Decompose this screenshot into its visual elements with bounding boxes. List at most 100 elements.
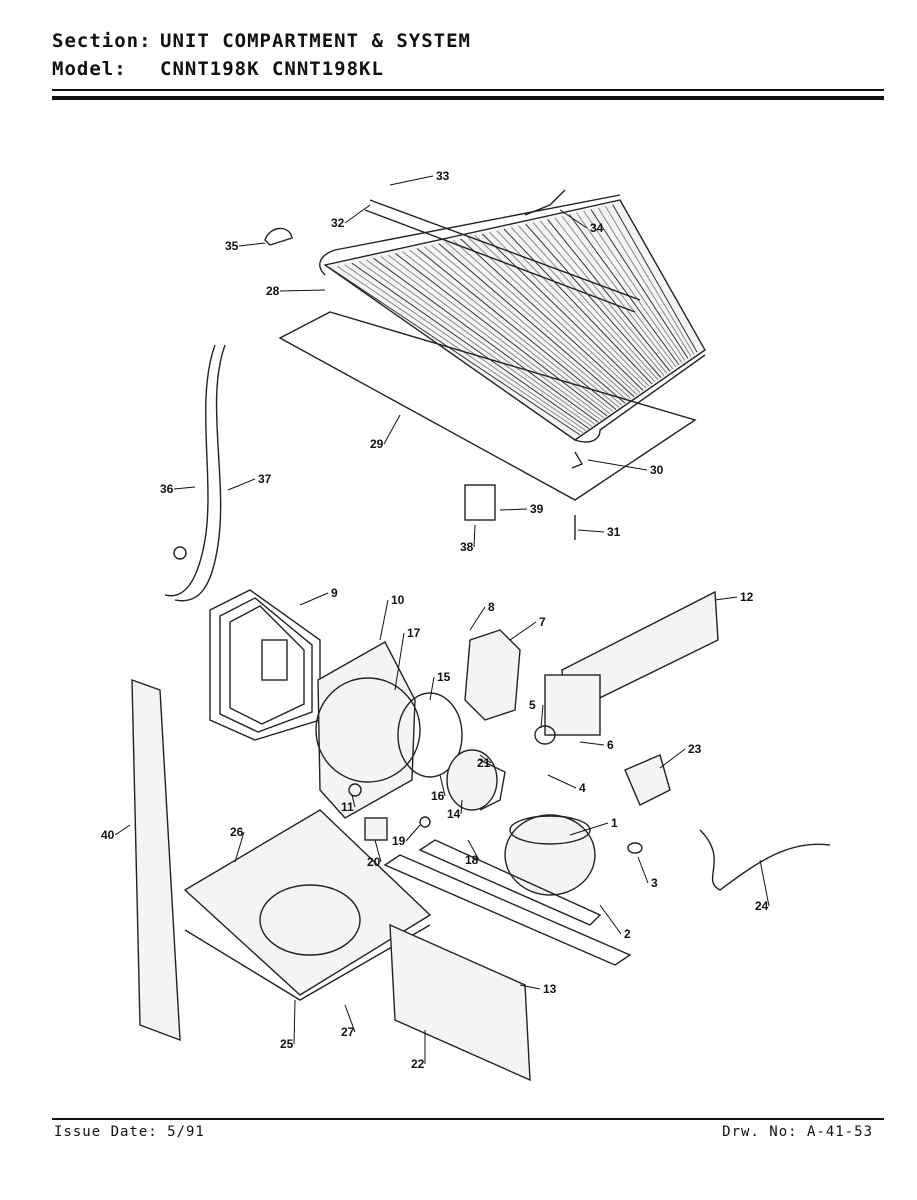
leader-line-6 <box>579 741 605 746</box>
evaporator-fin <box>423 246 620 408</box>
evaporator-fin <box>452 240 632 400</box>
leader-line-3 <box>637 856 649 884</box>
evaporator-fin <box>402 251 611 415</box>
callout-15: 15 <box>437 670 451 684</box>
callout-10: 10 <box>391 593 405 607</box>
leader-line-35 <box>238 242 266 247</box>
leader-line-24 <box>759 859 770 907</box>
evaporator-fin <box>489 231 647 389</box>
evaporator-fin <box>365 259 596 425</box>
callout-31: 31 <box>607 525 621 539</box>
leader-line-10 <box>379 599 389 641</box>
evaporator-fin <box>358 261 593 427</box>
timer-drawing <box>624 754 671 806</box>
access-panel-drawing <box>389 923 531 1082</box>
callout-20: 20 <box>367 855 381 869</box>
evaporator-fin <box>532 222 665 376</box>
leader-line-36 <box>173 486 196 490</box>
callout-24: 24 <box>755 899 769 913</box>
callout-38: 38 <box>460 540 474 554</box>
fan-motor-drawing <box>397 692 506 811</box>
evaporator-fin <box>590 209 689 359</box>
evaporator-fin <box>554 217 674 370</box>
callout-19: 19 <box>392 834 406 848</box>
evaporator-fin <box>503 228 653 385</box>
leader-line-32 <box>344 204 371 224</box>
callout-4: 4 <box>579 781 586 795</box>
leader-line-29 <box>383 414 401 445</box>
leader-line-2 <box>599 904 622 935</box>
compressor-drawing <box>504 814 596 896</box>
callout-32: 32 <box>331 216 345 230</box>
leader-line-16 <box>439 774 446 797</box>
leader-line-19 <box>405 824 421 842</box>
callout-16: 16 <box>431 789 445 803</box>
leader-line-28 <box>279 289 326 292</box>
tubing-drawing <box>164 344 216 597</box>
evaporator-fin <box>518 225 659 381</box>
evaporator-fin <box>605 205 695 355</box>
evaporator-fin <box>525 223 662 378</box>
issue-date: Issue Date: 5/91 <box>54 1124 205 1140</box>
leader-line-15 <box>429 676 435 701</box>
evaporator-fin <box>576 212 683 364</box>
evaporator-fin <box>387 254 605 419</box>
evaporator-fin <box>329 267 581 436</box>
leader-line-9 <box>299 592 329 606</box>
evaporator-fin <box>445 241 629 402</box>
callout-2: 2 <box>624 927 631 941</box>
back-panel-drawing <box>131 678 181 1042</box>
callout-23: 23 <box>688 742 702 756</box>
callout-33: 33 <box>436 169 450 183</box>
evaporator-fin <box>416 248 617 410</box>
header-rule-thick <box>52 96 884 100</box>
power-cord-drawing <box>699 829 831 891</box>
leader-line-40 <box>114 824 131 836</box>
callout-1: 1 <box>611 816 618 830</box>
leader-line-21 <box>479 754 492 764</box>
relay-drawing <box>464 629 521 721</box>
condenser-drawing <box>209 589 321 741</box>
evaporator-fin <box>336 265 584 434</box>
evaporator-fin <box>431 244 623 406</box>
leader-line-11 <box>351 794 356 808</box>
leader-line-37 <box>227 478 256 491</box>
drawing-number: Drw. No: A-41-53 <box>722 1124 873 1140</box>
evaporator-fin <box>373 257 599 423</box>
evaporator-fin <box>438 243 626 404</box>
leader-line-1 <box>569 822 609 836</box>
leader-line-12 <box>714 596 738 601</box>
evaporator-fin <box>467 236 638 395</box>
callout-14: 14 <box>447 807 461 821</box>
callout-8: 8 <box>488 600 495 614</box>
leader-line-8 <box>469 606 486 631</box>
callout-6: 6 <box>607 738 614 752</box>
callout-34: 34 <box>590 221 604 235</box>
leader-line-27 <box>344 1004 356 1033</box>
callout-26: 26 <box>230 825 244 839</box>
callout-5: 5 <box>529 698 536 712</box>
callout-17: 17 <box>407 626 421 640</box>
evaporator-fin <box>539 220 668 374</box>
evaporator-fin <box>583 210 686 361</box>
leader-line-23 <box>659 748 686 769</box>
evaporator-fin <box>547 218 671 372</box>
model-label: Model: <box>52 58 127 80</box>
leader-line-14 <box>460 799 463 815</box>
leader-line-25 <box>293 999 296 1045</box>
leader-line-33 <box>389 175 434 186</box>
model-line: Model:CNNT198K CNNT198KL <box>52 58 384 80</box>
evaporator-fin <box>597 207 692 357</box>
leader-line-31 <box>577 529 605 533</box>
base-pan-drawing <box>183 809 432 1001</box>
evaporator-fin <box>344 264 587 432</box>
section-value: UNIT COMPARTMENT & SYSTEM <box>160 30 471 52</box>
evaporator-fin <box>460 238 635 398</box>
leader-line-20 <box>374 839 382 863</box>
callout-3: 3 <box>651 876 658 890</box>
callout-29: 29 <box>370 437 384 451</box>
callout-25: 25 <box>280 1037 294 1051</box>
callout-12: 12 <box>740 590 754 604</box>
evaporator-fin <box>394 252 608 417</box>
